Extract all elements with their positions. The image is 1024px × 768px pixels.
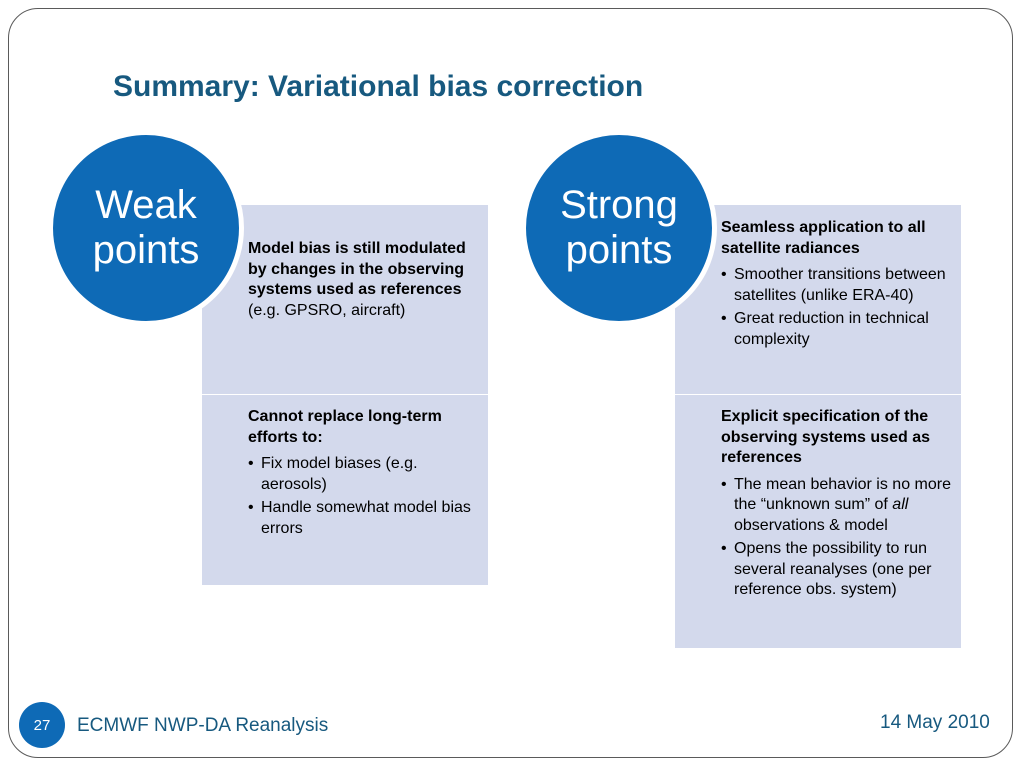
weak-box-1-head: Model bias is still modulated by changes… [248,240,466,298]
bullet-text: The mean behavior is no more the “unknow… [734,475,951,514]
weak-points-circle: Weak points [48,130,244,326]
strong-panel-divider [675,394,961,395]
strong-circle-line1: Strong [560,183,678,227]
weak-box-2-head: Cannot replace long-term efforts to: [248,408,442,446]
strong-circle-line2: points [565,228,673,272]
weak-circle-line1: Weak [95,183,197,227]
strong-box-1-head: Seamless application to all satellite ra… [721,219,926,257]
strong-box-2-list: The mean behavior is no more the “unknow… [721,475,955,601]
slide-frame [8,8,1013,758]
list-item: Fix model biases (e.g. aerosols) [248,454,472,495]
weak-panel-divider [202,394,488,395]
weak-box-1: Model bias is still modulated by changes… [248,239,472,321]
bullet-italic-text: all [892,496,909,513]
list-item: Handle somewhat model bias errors [248,498,472,539]
slide-number-badge: 27 [19,702,65,748]
weak-box-1-tail: (e.g. GPSRO, aircraft) [248,301,406,319]
weak-box-2: Cannot replace long-term efforts to: Fix… [248,407,472,542]
weak-circle-line2: points [92,228,200,272]
footer-date: 14 May 2010 [880,712,990,733]
strong-points-circle: Strong points [521,130,717,326]
strong-box-2-head: Explicit specification of the observing … [721,408,930,466]
list-item: Opens the possibility to run several rea… [721,539,955,601]
list-item: The mean behavior is no more the “unknow… [721,475,955,537]
list-item: Smoother transitions between satellites … [721,265,955,306]
strong-box-2: Explicit specification of the observing … [721,407,955,604]
slide-title: Summary: Variational bias correction [113,70,644,103]
footer-text: ECMWF NWP-DA Reanalysis [77,715,329,736]
bullet-text: observations & model [734,516,888,534]
strong-box-1: Seamless application to all satellite ra… [721,218,955,353]
weak-box-2-list: Fix model biases (e.g. aerosols) Handle … [248,454,472,539]
list-item: Great reduction in technical complexity [721,309,955,350]
strong-box-1-list: Smoother transitions between satellites … [721,265,955,350]
